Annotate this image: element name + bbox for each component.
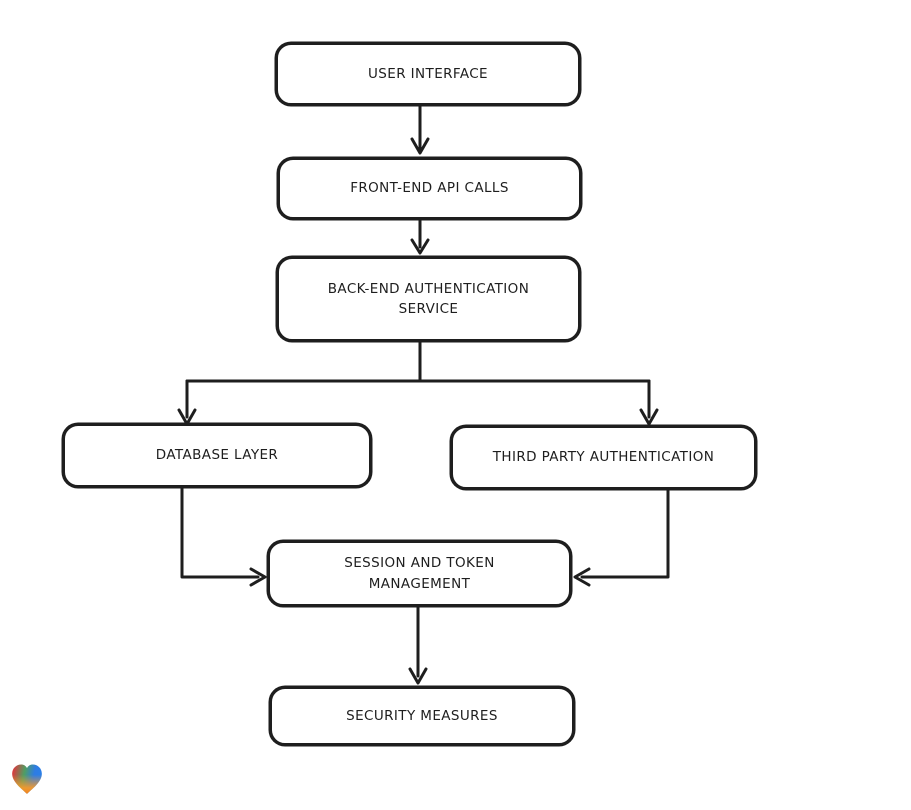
gradient-heart-logo[interactable] xyxy=(8,760,46,798)
edge-back-end-branch xyxy=(177,340,659,426)
edge-front-end-to-back-end xyxy=(410,218,430,255)
node-front-end-api-calls-label: FRONT-END API CALLS xyxy=(350,180,509,197)
node-third-party-auth: THIRD PARTY AUTHENTICATION xyxy=(450,425,757,490)
node-security-measures-label: SECURITY MEASURES xyxy=(346,707,498,724)
node-security-measures: SECURITY MEASURES xyxy=(269,686,575,746)
node-back-end-auth-service-label: BACK-END AUTHENTICATION SERVICE xyxy=(327,280,530,317)
edge-third-party-to-session xyxy=(573,488,670,587)
node-session-token-management-label: SESSION AND TOKEN MANAGEMENT xyxy=(344,555,495,592)
node-user-interface: USER INTERFACE xyxy=(275,42,581,106)
node-front-end-api-calls: FRONT-END API CALLS xyxy=(277,157,582,220)
node-session-token-management: SESSION AND TOKEN MANAGEMENT xyxy=(267,540,572,607)
node-database-layer-label: DATABASE LAYER xyxy=(155,447,279,464)
edge-user-interface-to-front-end xyxy=(410,104,430,155)
node-database-layer: DATABASE LAYER xyxy=(62,423,372,488)
node-user-interface-label: USER INTERFACE xyxy=(368,65,488,82)
node-back-end-auth-service: BACK-END AUTHENTICATION SERVICE xyxy=(276,256,581,342)
node-third-party-auth-label: THIRD PARTY AUTHENTICATION xyxy=(492,449,715,466)
edge-database-to-session xyxy=(180,486,267,587)
edge-session-to-security xyxy=(408,605,428,685)
heart-icon xyxy=(12,764,42,794)
